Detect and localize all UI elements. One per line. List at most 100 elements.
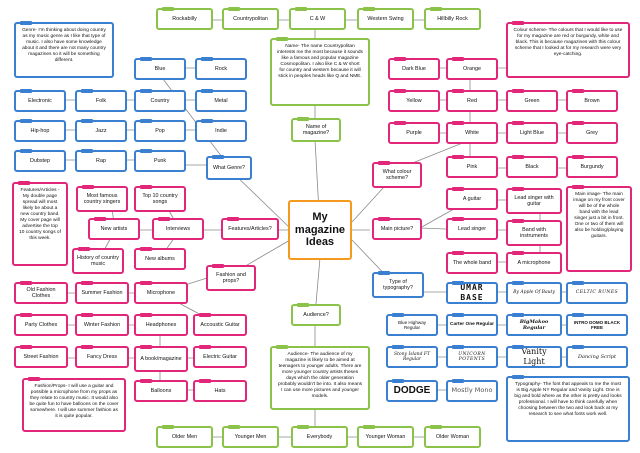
colour-note: Colour scheme- The colours that I would …: [506, 21, 630, 78]
acoustic-guitar-node: Accoustic Guitar: [193, 313, 247, 336]
font-sample-dodge-label: DODGE: [393, 385, 431, 396]
font-sample-stony: Stony Island FT Regular: [386, 345, 438, 368]
font-sample-mostly-label: Mostly Mono: [451, 386, 493, 395]
grey-label: Grey: [586, 129, 598, 136]
dark-blue-node: Dark Blue: [388, 57, 440, 80]
older-men-label: Older Men: [171, 433, 198, 440]
font-sample-carter: Carter One Regular: [446, 313, 498, 336]
lead-singer-node: Lead singer: [446, 217, 498, 240]
font-sample-intro-label: INTRO DOMO BLACK FREE: [573, 319, 621, 330]
burgundy-label: Burgundy: [580, 163, 604, 170]
fancy-dress-label: Fancy Dress: [86, 353, 118, 360]
winter-fashion-node: Winter Fashion: [75, 313, 129, 336]
pink-node: Pink: [446, 155, 498, 178]
audience-q-node: Audience?: [291, 303, 341, 326]
purple-label: Purple: [406, 129, 422, 136]
fashion-note: Fashion/Props- I will use a guitar and p…: [22, 377, 126, 432]
a-microphone-node: A microphone: [506, 251, 562, 274]
a-guitar-node: A guitar: [446, 187, 498, 210]
font-sample-dodge: DODGE: [386, 379, 438, 402]
features-note: Features/Articles - My double page sprea…: [12, 181, 68, 266]
font-sample-blue-highway: Blue Highway Regular: [386, 313, 438, 336]
street-fashion-label: Street Fashion: [23, 353, 59, 360]
font-sample-bigmakoo-label: BigMakoo Regular: [519, 319, 549, 331]
street-fashion-node: Street Fashion: [14, 345, 68, 368]
punk-label: Punk: [153, 157, 167, 164]
history-label: History of country music: [77, 254, 119, 267]
countrypolitan-node: Countrypolitan: [222, 7, 279, 30]
indie-node: Indie: [195, 119, 247, 142]
most-famous-node: Most famous country singers: [76, 185, 128, 212]
headphones-node: Headphones: [134, 313, 188, 336]
orange-node: Orange: [446, 57, 498, 80]
red-label: Red: [467, 97, 477, 104]
blue-genre-label: Blue: [154, 65, 166, 72]
electronic-node: Electronic: [14, 89, 66, 112]
genre-note: Genre- I'm thinking about doing country …: [14, 21, 114, 78]
new-artists-label: New artists: [100, 225, 128, 232]
colour-note-text: Colour scheme- The colours that I would …: [513, 28, 623, 57]
font-sample-apple: By Apple Of Bauty: [506, 281, 562, 304]
summer-fashion-label: Summer Fashion: [81, 289, 123, 296]
whole-band-label: The whole band: [452, 259, 492, 266]
font-sample-intro: INTRO DOMO BLACK FREE: [566, 313, 628, 336]
colour-scheme-q-node: What colour scheme?: [372, 161, 422, 188]
central-topic: My magazine Ideas: [288, 200, 352, 260]
whole-band-node: The whole band: [446, 251, 498, 274]
younger-woman-node: Younger Woman: [357, 425, 414, 448]
cw-node: C & W: [289, 7, 346, 30]
microphone-label: Microphone: [146, 289, 176, 296]
cw-label: C & W: [309, 15, 326, 22]
font-sample-unicorn: UNICORN POTENTS: [446, 345, 498, 368]
new-albums-label: New albums: [145, 255, 175, 262]
electric-guitar-label: Electric Guitar: [203, 353, 237, 360]
name-of-magazine-node: Name of magazine?: [291, 117, 341, 142]
typography-q-label: Type of typography?: [383, 278, 413, 291]
interviews-label: Interviews: [165, 225, 191, 232]
country-node: Country: [134, 89, 186, 112]
everybody-label: Everybody: [306, 433, 333, 440]
colour-scheme-q-label: What colour scheme?: [382, 168, 412, 181]
typography-q-node: Type of typography?: [372, 271, 424, 298]
yellow-label: Yellow: [406, 97, 422, 104]
band-instruments-label: Band with instruments: [520, 226, 548, 239]
fashion-props-label: Fashion and props?: [216, 271, 246, 284]
a-guitar-label: A guitar: [462, 195, 482, 202]
country-label: Country: [150, 97, 170, 104]
dark-blue-label: Dark Blue: [402, 65, 426, 72]
hiphop-label: Hip-hop: [30, 127, 50, 134]
name-of-magazine-label: Name of magazine?: [302, 123, 330, 136]
hillbilly-rock-label: Hillbilly Rock: [437, 15, 468, 22]
punk-node: Punk: [134, 149, 186, 172]
main-image-note: Main image- The main image on my front c…: [566, 185, 632, 272]
burgundy-node: Burgundy: [566, 155, 618, 178]
microphone-node: Microphone: [134, 281, 188, 304]
font-sample-vanity-label: Vanity Light: [521, 347, 547, 366]
rockabilly-label: Rockabilly: [172, 15, 197, 22]
pop-node: Pop: [134, 119, 186, 142]
older-woman-label: Older Woman: [435, 433, 470, 440]
audience-note: Audience- The audience of my magazine is…: [270, 345, 370, 410]
countrypolitan-label: Countrypolitan: [233, 15, 268, 22]
genre-note-text: Genre- I'm thinking about doing country …: [22, 28, 106, 63]
old-fashion-label: Old Fashion Clothes: [26, 286, 56, 299]
hiphop-node: Hip-hop: [14, 119, 66, 142]
a-microphone-label: A microphone: [517, 259, 551, 266]
features-note-text: Features/Articles - My double page sprea…: [19, 188, 61, 241]
jazz-label: Jazz: [95, 127, 107, 134]
blue-genre-node: Blue: [134, 57, 186, 80]
features-q-label: Features/Articles?: [228, 225, 272, 232]
older-woman-node: Older Woman: [424, 425, 481, 448]
hats-node: Hats: [193, 379, 247, 402]
central-topic-label: My magazine Ideas: [294, 211, 346, 249]
font-sample-bigmakoo: BigMakoo Regular: [506, 313, 562, 336]
font-sample-blue-highway-label: Blue Highway Regular: [397, 319, 427, 331]
hats-label: Hats: [214, 387, 226, 394]
electric-guitar-node: Electric Guitar: [193, 345, 247, 368]
font-sample-vanity: Vanity Light: [506, 345, 562, 368]
font-sample-stony-label: Stony Island FT Regular: [393, 351, 430, 362]
black-node: Black: [506, 155, 558, 178]
fashion-note-text: Fashion/Props- I will use a guitar and p…: [29, 384, 119, 419]
audience-q-label: Audience?: [303, 311, 329, 318]
summer-fashion-node: Summer Fashion: [75, 281, 129, 304]
